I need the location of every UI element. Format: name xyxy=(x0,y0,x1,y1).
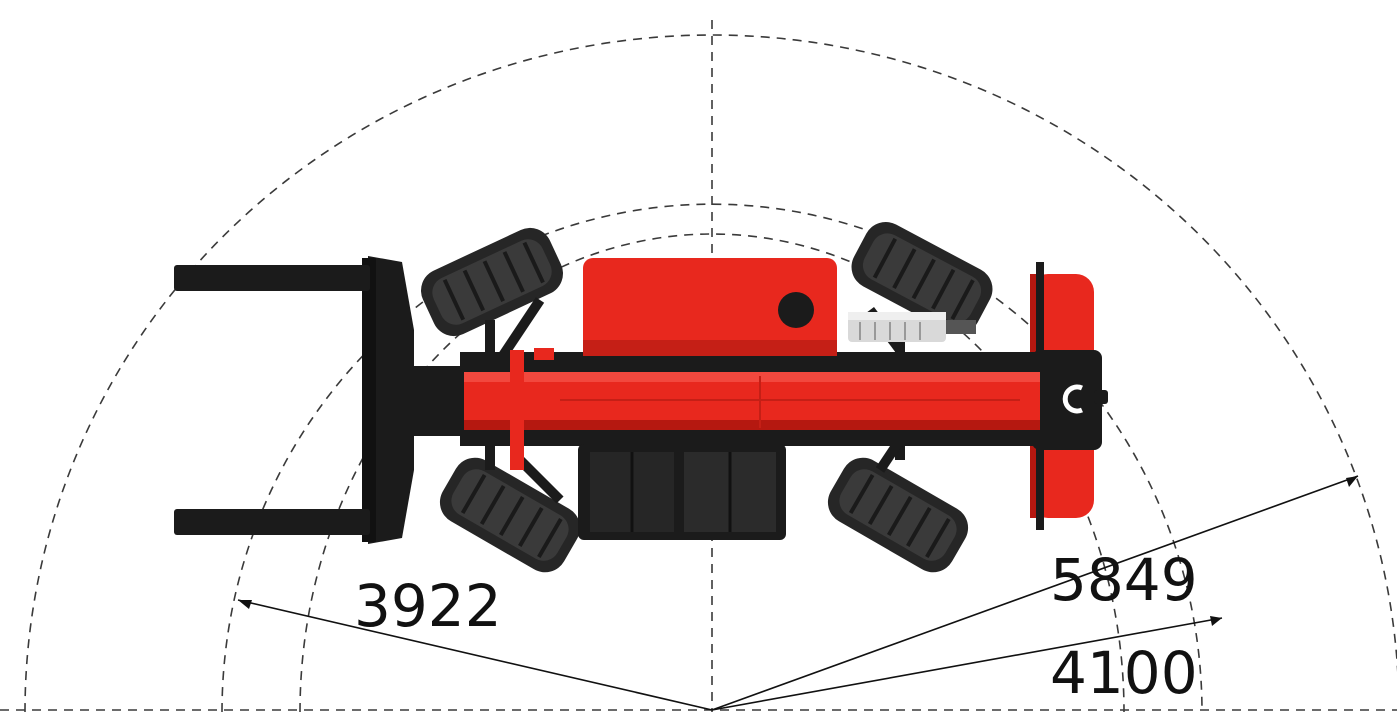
front-left-tire xyxy=(421,227,563,337)
middle-radius-arrowhead xyxy=(1210,616,1222,626)
telescopic-boom xyxy=(460,348,1040,470)
inner-radius-arrowhead xyxy=(238,600,252,609)
engine-hood xyxy=(583,258,837,356)
rear-right-tire xyxy=(827,457,969,573)
radiator-unit xyxy=(848,312,976,342)
inner-radius-line xyxy=(237,599,713,711)
outer-radius-arrowhead xyxy=(1346,476,1358,487)
front-right-tire xyxy=(439,457,581,573)
fork-carriage xyxy=(362,256,464,544)
fuel-cap-icon xyxy=(778,292,814,328)
operator-cab xyxy=(578,444,786,540)
outer-radius-label: 5849 xyxy=(1050,546,1198,614)
middle-turning-arc xyxy=(221,203,1203,712)
inner-radius-label: 3922 xyxy=(354,572,502,640)
right-fork xyxy=(174,509,370,535)
turning-radius-arcs xyxy=(24,34,1397,712)
dimension-lines xyxy=(237,475,1359,711)
middle-radius-line xyxy=(711,617,1223,711)
outer-turning-arc xyxy=(24,34,1397,712)
rear-counterweight xyxy=(1030,262,1108,530)
middle-radius-label: 4100 xyxy=(1050,639,1198,707)
rear-left-tire xyxy=(851,221,993,335)
telehandler-top-view xyxy=(174,221,1108,573)
outer-radius-line xyxy=(711,475,1359,711)
left-fork xyxy=(174,265,370,291)
